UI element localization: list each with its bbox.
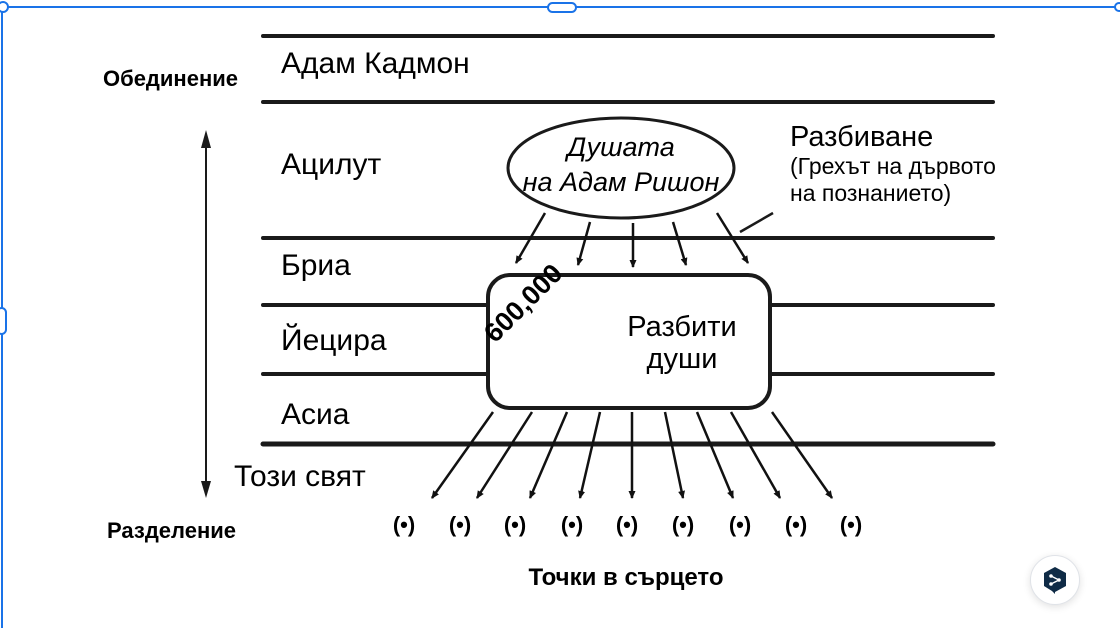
breaking-pointer-line [739,211,774,234]
broken-souls-line1: Разбити [627,311,737,343]
lower-arrow-7 [695,411,735,499]
world-lines [260,34,996,447]
upper-arrow-2 [576,221,592,266]
breaking-title: Разбиване [790,121,934,153]
heart-point-6: (•) [671,512,695,537]
heart-point-3: (•) [503,512,527,537]
heart-point-4: (•) [560,512,584,537]
resize-handle-top-right[interactable] [1114,2,1120,12]
vertical-axis-arrow [201,130,211,498]
lower-arrow-3 [528,411,569,499]
world-label-this-world: Този свят [234,460,366,493]
world-label-asia: Асиа [281,398,350,431]
lower-arrow-9 [770,411,834,499]
resize-handle-top-left[interactable] [0,1,9,13]
heart-points-caption: Точки в сърцето [528,564,724,591]
heart-point-1: (•) [392,512,416,537]
heart-point-9: (•) [839,512,863,537]
heart-point-5: (•) [615,512,639,537]
heart-point-8: (•) [784,512,808,537]
world-label-yetzira: Йецира [281,324,387,357]
lower-arrow-4 [578,411,602,499]
world-label-atzilut: Ацилут [281,148,382,181]
deepl-floating-button[interactable] [1030,555,1080,605]
soul-of-adam-rishon-ellipse [506,116,736,220]
deepl-share-icon [1044,567,1066,594]
arrow-up-icon [201,130,211,148]
resize-handle-left[interactable] [0,307,7,335]
world-label-adam-kadmon: Адам Кадмон [281,47,470,80]
broken-souls-box [486,273,772,410]
resize-handle-top[interactable] [547,2,577,13]
upper-arrow-4 [671,221,688,266]
lower-arrow-6 [663,411,685,499]
soul-label-line1: Душата [567,132,675,162]
breaking-line3: на познанието) [790,180,952,206]
separation-label: Разделение [107,518,236,543]
upper-arrows [514,212,750,268]
soul-label-line2: на Адам Ришон [522,167,720,197]
arrow-down-icon [201,481,211,498]
broken-souls-line2: души [646,343,718,375]
heart-point-7: (•) [728,512,752,537]
lower-arrows [430,411,834,499]
breaking-line2: (Грехът на дървото [790,153,996,179]
upper-arrow-1 [514,212,547,264]
world-label-beria: Бриа [281,249,351,282]
lower-arrow-8 [729,411,782,499]
unification-label: Обединение [103,66,238,91]
lower-arrow-2 [475,411,534,499]
lower-arrow-1 [430,411,495,499]
upper-arrow-5 [715,212,750,264]
heart-point-2: (•) [448,512,472,537]
